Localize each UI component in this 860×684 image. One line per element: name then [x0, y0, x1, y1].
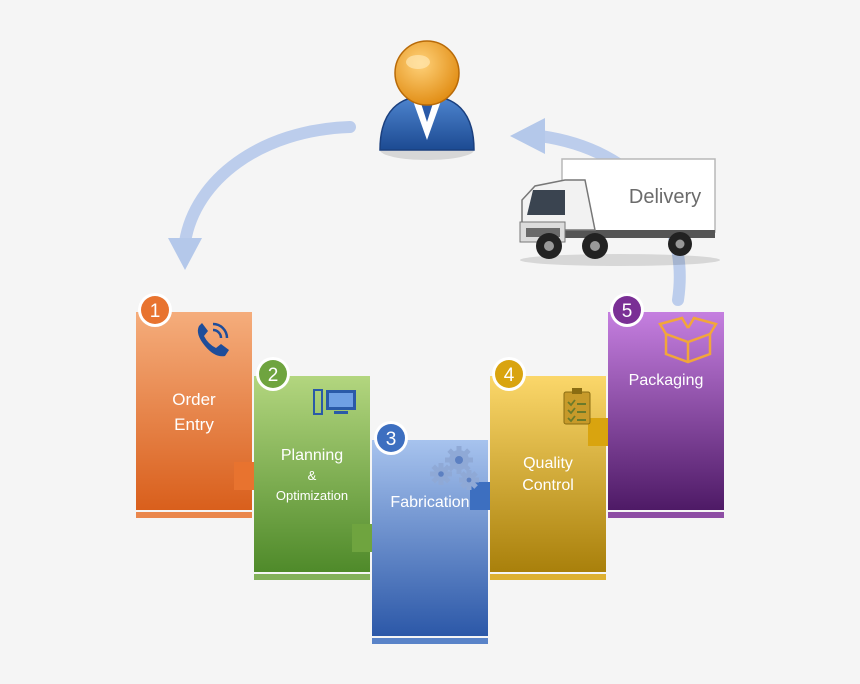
step-label-line: Planning — [281, 447, 343, 464]
return-arrow-right-head — [510, 118, 545, 154]
delivery-truck-icon: Delivery — [519, 158, 720, 266]
step-number-badge: 5 — [610, 293, 644, 327]
step-label-line: & — [308, 468, 317, 483]
step-label-line: Control — [522, 477, 574, 494]
step-number-badge: 2 — [256, 357, 290, 391]
step-number-badge: 3 — [374, 421, 408, 455]
step-card — [136, 312, 252, 510]
step-number: 1 — [150, 301, 161, 322]
step-number-badge: 1 — [138, 293, 172, 327]
step-label-line: Fabrication — [390, 494, 469, 511]
step-number: 4 — [504, 365, 515, 386]
step-base-bar — [608, 512, 724, 518]
step-2: Planning & Optimization 2 — [254, 357, 388, 580]
step-base-bar — [136, 512, 252, 518]
step-base-bar — [490, 574, 606, 580]
step-label-line: Packaging — [629, 372, 704, 389]
gears-icon — [430, 446, 479, 490]
phone-icon — [197, 322, 229, 357]
customer-icon — [379, 40, 475, 160]
step-number: 2 — [268, 365, 279, 386]
step-card — [372, 440, 488, 636]
step-number: 5 — [622, 301, 633, 322]
step-base-bar — [254, 574, 370, 580]
step-label-line: Order — [172, 390, 216, 409]
step-3: Fabrication 3 — [372, 421, 506, 644]
clipboard-icon — [563, 388, 591, 425]
return-arrow-left — [179, 121, 356, 248]
step-5: Packaging 5 — [608, 293, 724, 518]
step-label-line: Quality — [523, 455, 573, 472]
delivery-label: Delivery — [629, 186, 701, 208]
step-base-bar — [372, 638, 488, 644]
box-icon — [658, 316, 718, 364]
step-number-badge: 4 — [492, 357, 526, 391]
step-label-line: Entry — [174, 415, 214, 434]
step-number: 3 — [386, 429, 397, 450]
computer-icon — [313, 389, 356, 415]
return-arrow-left-head — [168, 238, 202, 270]
step-label-line: Optimization — [276, 488, 348, 503]
